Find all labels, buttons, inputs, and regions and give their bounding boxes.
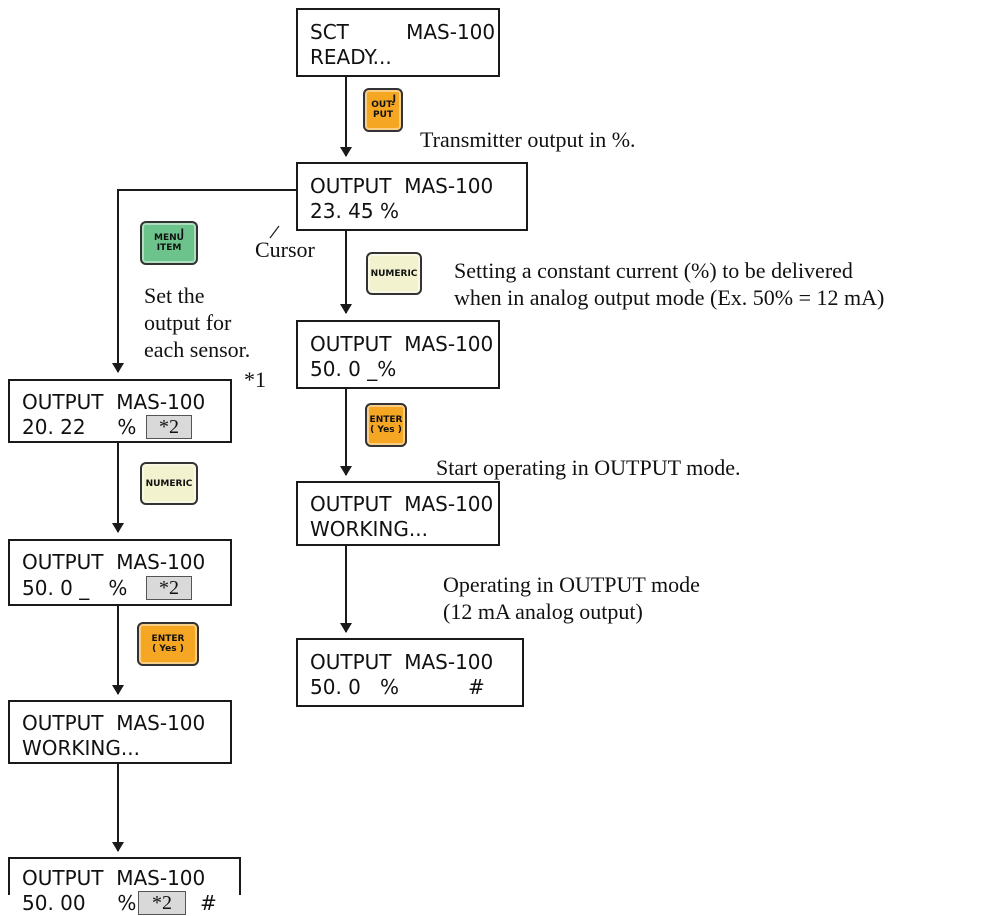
display-sensor: OUTPUT MAS-100 20. 22 % *2 <box>8 379 232 443</box>
menu-key-label-top: MENU <box>154 233 184 243</box>
enter-key-right[interactable]: ENTER ( Yes ) <box>365 403 407 447</box>
enter-key-left[interactable]: ENTER ( Yes ) <box>137 622 199 666</box>
enter-key-label-top: ENTER <box>369 415 403 425</box>
display-line-1: OUTPUT MAS-100 <box>310 492 494 516</box>
note-set-sensor-output: Set the output for each sensor. <box>144 283 251 362</box>
display-output: OUTPUT MAS-100 23. 45 % <box>296 162 528 231</box>
display-final-left: OUTPUT MAS-100 50. 00 % *2 # <box>8 857 241 915</box>
output-mode-flow-diagram: SCT MAS-100 READY... OUT- PUT J Transmit… <box>8 8 885 915</box>
enter-key-label-top: ENTER <box>151 634 185 644</box>
display-line-1: SCT MAS-100 <box>310 20 496 44</box>
display-line-2: 50. 0 _% <box>310 357 397 381</box>
numeric-key-right[interactable]: NUMERIC <box>366 252 422 295</box>
menu-item-key[interactable]: MENU ITEM I <box>140 221 198 265</box>
numeric-key-label: NUMERIC <box>145 478 193 489</box>
numeric-key-label: NUMERIC <box>370 268 418 279</box>
sensor-tag: *2 <box>146 576 192 600</box>
display-line-1: OUTPUT MAS-100 <box>22 711 206 735</box>
display-line-1: OUTPUT MAS-100 <box>22 390 206 414</box>
cursor-label: Cursor <box>255 237 315 262</box>
note-constant-current: Setting a constant current (%) to be del… <box>454 258 885 310</box>
display-line-2: WORKING... <box>22 736 140 760</box>
display-line-1: OUTPUT MAS-100 <box>22 550 206 574</box>
display-line-1: OUTPUT MAS-100 <box>310 332 494 356</box>
working-mark: # <box>200 891 217 915</box>
arrow-output-to-sensor <box>112 189 296 373</box>
display-line-1: OUTPUT MAS-100 <box>310 174 494 198</box>
display-line-2: 50. 00 % <box>22 891 137 915</box>
display-ready: SCT MAS-100 READY... <box>296 8 500 77</box>
display-line-1: OUTPUT MAS-100 <box>22 866 206 890</box>
note-start-operating: Start operating in OUTPUT mode. <box>436 455 741 480</box>
working-mark: # <box>468 675 485 699</box>
display-line-2: 50. 0 % <box>310 675 399 699</box>
cursor-pointer-line <box>269 225 280 239</box>
display-final-right: OUTPUT MAS-100 50. 0 % # <box>296 638 524 707</box>
output-key-label-top: OUT- <box>371 100 395 110</box>
display-line-2: 50. 0 _ % <box>22 576 128 600</box>
enter-key-label-bottom: ( Yes ) <box>370 425 402 435</box>
display-working-left: OUTPUT MAS-100 WORKING... <box>8 700 232 764</box>
display-set-left: OUTPUT MAS-100 50. 0 _ % *2 <box>8 539 232 606</box>
output-key[interactable]: OUT- PUT J <box>363 88 403 132</box>
note-operating: Operating in OUTPUT mode (12 mA analog o… <box>443 572 700 624</box>
sensor-tag: *2 <box>146 415 192 439</box>
flow-connectors <box>112 77 352 852</box>
menu-key-label-bottom: ITEM <box>156 243 182 253</box>
display-line-2: READY... <box>310 45 392 69</box>
output-key-superscript: J <box>392 94 396 104</box>
numeric-key-left[interactable]: NUMERIC <box>140 462 198 505</box>
enter-key-label-bottom: ( Yes ) <box>152 644 184 654</box>
note-transmitter-output: Transmitter output in %. <box>420 127 636 152</box>
output-key-label-bottom: PUT <box>372 110 394 120</box>
display-working-right: OUTPUT MAS-100 WORKING... <box>296 481 500 546</box>
menu-key-superscript: I <box>180 228 184 238</box>
display-line-2: 20. 22 % <box>22 415 137 439</box>
display-line-2: WORKING... <box>310 517 428 541</box>
display-set-right: OUTPUT MAS-100 50. 0 _% <box>296 320 500 389</box>
display-line-2: 23. 45 % <box>310 199 399 223</box>
display-line-1: OUTPUT MAS-100 <box>310 650 494 674</box>
footnote-1: *1 <box>244 367 266 392</box>
